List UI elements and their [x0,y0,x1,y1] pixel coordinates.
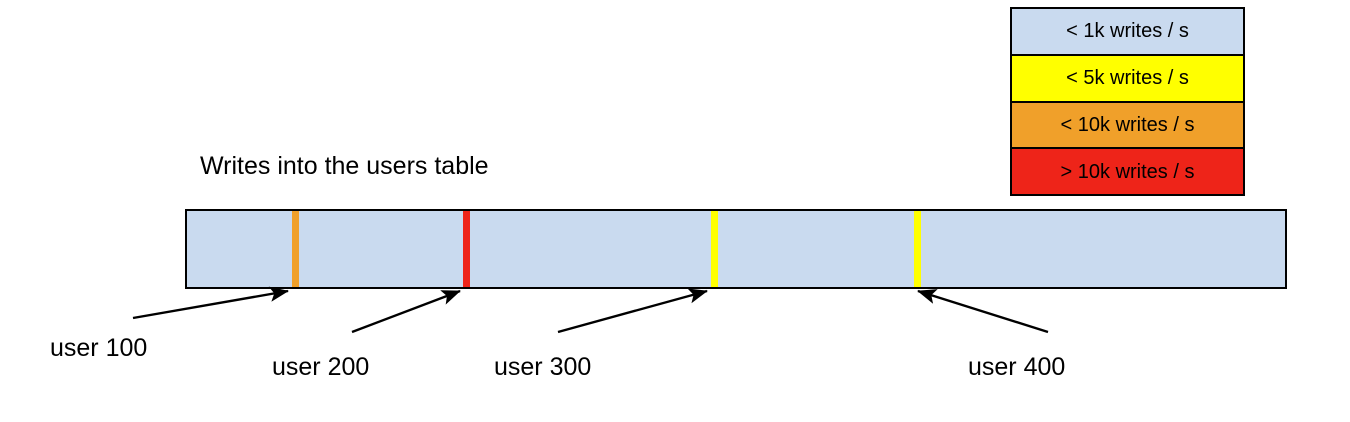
arrow-user-300 [557,288,708,334]
page-title: Writes into the users table [200,152,489,180]
legend-row-2: < 10k writes / s [1012,102,1243,150]
arrow-group [132,286,1049,334]
callout-label-user-400: user 400 [968,353,1066,381]
legend-label: < 5k writes / s [1066,67,1189,90]
arrow-user-100 [132,286,289,320]
write-rate-legend: < 1k writes / s < 5k writes / s < 10k writ… [1010,7,1245,196]
bar-marker-user-400 [913,211,921,287]
bar-marker-user-300 [710,211,718,287]
legend-row-1: < 5k writes / s [1012,55,1243,103]
legend-label: < 1k writes / s [1066,20,1189,43]
legend-row-3: > 10k writes / s [1012,149,1243,194]
legend-label: < 10k writes / s [1060,113,1195,136]
arrow-user-200 [351,289,461,334]
users-table-bar-container [185,209,1287,289]
callout-label-user-100: user 100 [50,334,148,362]
bar-marker-user-200 [462,211,470,287]
users-table-bar [185,209,1287,289]
callout-label-user-300: user 300 [494,353,592,381]
legend-label: > 10k writes / s [1060,160,1195,183]
arrow-user-400 [917,289,1049,334]
bar-marker-user-100 [292,211,300,287]
legend-row-0: < 1k writes / s [1012,9,1243,56]
callout-label-user-200: user 200 [272,353,370,381]
